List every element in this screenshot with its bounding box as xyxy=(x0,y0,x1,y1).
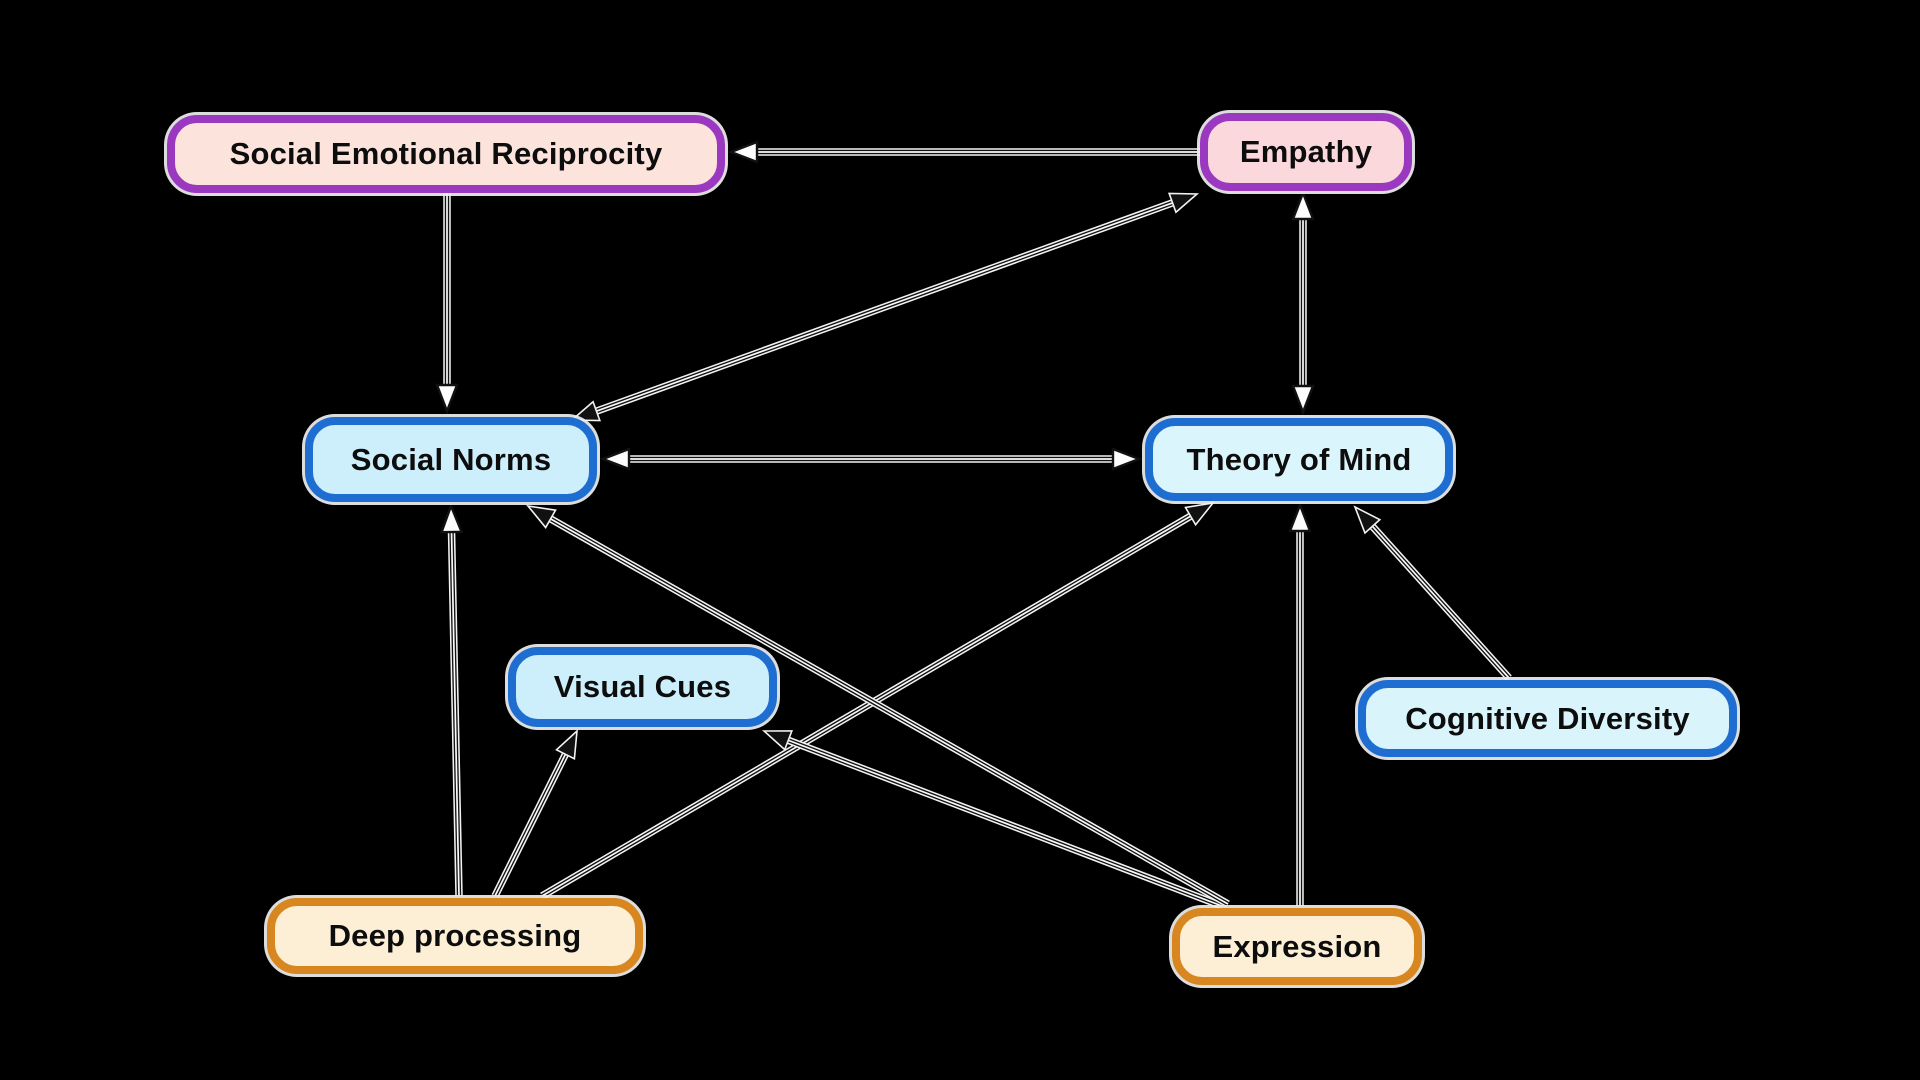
edge-social-norms-to-theory-of-mind xyxy=(599,447,1143,471)
node-label: Social Emotional Reciprocity xyxy=(229,136,663,171)
edge-expression-to-visual-cues xyxy=(761,730,1224,910)
node-ser: Social Emotional Reciprocity xyxy=(167,115,725,193)
arrowhead-icon xyxy=(1288,501,1312,533)
edge-social-norms-to-empathy xyxy=(569,192,1200,422)
node-label: Theory of Mind xyxy=(1186,441,1412,477)
edge-line xyxy=(1368,522,1510,679)
edge-line xyxy=(541,512,1196,897)
arrowhead-icon xyxy=(1111,447,1143,471)
edge-empathy-to-ser xyxy=(727,140,1200,164)
edge-empathy-to-theory-of-mind xyxy=(1291,189,1315,416)
edge-deep-processing-to-visual-cues xyxy=(491,729,578,898)
node-label: Social Norms xyxy=(350,441,552,477)
node-theory-of-mind: Theory of Mind xyxy=(1145,418,1453,501)
arrowhead-icon xyxy=(761,730,794,751)
arrowhead-icon xyxy=(526,504,557,529)
node-deep-processing: Deep processing xyxy=(267,898,643,974)
edge-line xyxy=(545,515,1229,905)
node-label: Visual Cues xyxy=(553,669,732,704)
arrowhead-icon xyxy=(439,502,464,534)
node-empathy: Empathy xyxy=(1200,113,1412,191)
edge-cognitive-diversity-to-theory-of-mind xyxy=(1353,505,1512,681)
arrowhead-icon xyxy=(1291,189,1315,221)
arrowhead-icon xyxy=(1291,384,1315,416)
node-label: Deep processing xyxy=(328,918,582,953)
node-label: Expression xyxy=(1212,928,1382,964)
edge-deep-processing-to-theory-of-mind xyxy=(540,501,1215,900)
arrowhead-icon xyxy=(1168,192,1200,214)
node-expression: Expression xyxy=(1172,908,1422,985)
edge-line xyxy=(783,737,1223,907)
edge-line xyxy=(450,526,460,897)
node-social-norms: Social Norms xyxy=(305,417,597,502)
edge-expression-to-social-norms xyxy=(526,504,1230,908)
edge-line xyxy=(494,749,569,897)
edge-ser-to-social-norms xyxy=(435,193,459,415)
edge-deep-processing-to-social-norms xyxy=(439,502,464,897)
arrowhead-icon xyxy=(1184,501,1215,527)
arrowhead-icon xyxy=(599,447,631,471)
node-visual-cues: Visual Cues xyxy=(508,647,777,727)
edge-line xyxy=(591,200,1178,414)
arrowhead-icon xyxy=(569,400,601,422)
node-label: Empathy xyxy=(1239,134,1373,169)
arrowhead-icon xyxy=(1353,505,1382,535)
node-cognitive-diversity: Cognitive Diversity xyxy=(1358,680,1737,757)
arrowhead-icon xyxy=(727,140,759,164)
arrowhead-icon xyxy=(555,729,578,760)
node-label: Cognitive Diversity xyxy=(1405,700,1690,736)
arrowhead-icon xyxy=(435,383,459,415)
edge-expression-to-theory-of-mind xyxy=(1288,501,1312,906)
